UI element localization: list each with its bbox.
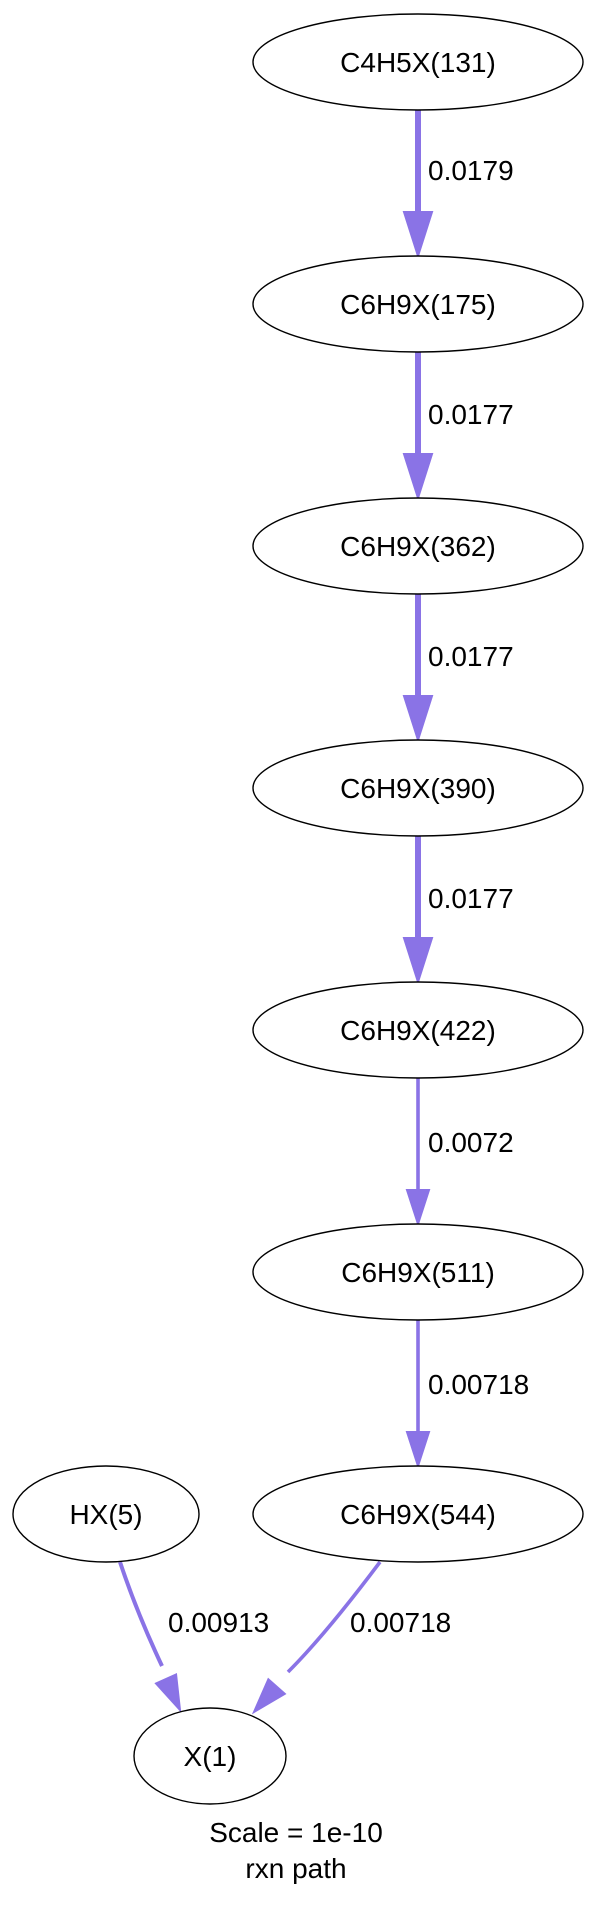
node-c6h9x-544: C6H9X(544) <box>252 1465 584 1563</box>
edge-arrowhead <box>402 937 434 986</box>
node-label: HX(5) <box>69 1499 142 1530</box>
node-ellipse <box>252 255 584 353</box>
rxn-path-caption: rxn path <box>245 1853 346 1884</box>
edge-label: 0.00718 <box>350 1607 451 1638</box>
node-label: C6H9X(422) <box>340 1015 496 1046</box>
edge-c6h9x-390-to-c6h9x-422: 0.0177 <box>402 836 514 986</box>
edge-label: 0.00913 <box>168 1607 269 1638</box>
edge-label: 0.0177 <box>428 399 514 430</box>
diagram-caption: Scale = 1e-10 rxn path <box>209 1817 383 1884</box>
edge-arrowhead <box>402 211 434 260</box>
node-c6h9x-362: C6H9X(362) <box>252 497 584 595</box>
edge-arrowhead <box>402 695 434 744</box>
edge-hx-5-to-x-1: 0.00913 <box>118 1561 269 1713</box>
node-ellipse <box>133 1707 287 1805</box>
node-ellipse <box>252 13 584 111</box>
node-ellipse <box>252 981 584 1079</box>
node-ellipse <box>252 739 584 837</box>
edge-label: 0.0177 <box>428 641 514 672</box>
edge-c6h9x-362-to-c6h9x-390: 0.0177 <box>402 594 514 744</box>
scale-caption: Scale = 1e-10 <box>209 1817 383 1848</box>
edge-arrowhead <box>251 1677 287 1715</box>
edge-label: 0.0177 <box>428 883 514 914</box>
node-c6h9x-175: C6H9X(175) <box>252 255 584 353</box>
edge-label: 0.00718 <box>428 1369 529 1400</box>
edge-label: 0.0072 <box>428 1127 514 1158</box>
edge-arrowhead <box>405 1189 431 1228</box>
node-label: C4H5X(131) <box>340 47 496 78</box>
edge-line <box>118 1561 164 1667</box>
node-ellipse <box>252 1465 584 1563</box>
node-x-1: X(1) <box>133 1707 287 1805</box>
node-label: C6H9X(511) <box>341 1257 495 1288</box>
edge-arrowhead <box>402 453 434 502</box>
node-ellipse <box>12 1465 200 1563</box>
nodes-layer: C4H5X(131) C6H9X(175) C6H9X(362) C6H9X(390)… <box>12 13 584 1805</box>
edge-c4h5x-131-to-c6h9x-175: 0.0179 <box>402 110 514 260</box>
edge-label: 0.0179 <box>428 155 514 186</box>
node-label: C6H9X(362) <box>340 531 496 562</box>
edge-c6h9x-511-to-c6h9x-544: 0.00718 <box>405 1320 529 1470</box>
node-c6h9x-422: C6H9X(422) <box>252 981 584 1079</box>
node-c4h5x-131: C4H5X(131) <box>252 13 584 111</box>
node-label: C6H9X(544) <box>340 1499 496 1530</box>
edges-layer: 0.0179 0.0177 0.0177 0.0177 0.0072 0.00718 0.0… <box>118 110 529 1715</box>
node-ellipse <box>252 497 584 595</box>
node-label: C6H9X(390) <box>340 773 496 804</box>
edge-c6h9x-544-to-x-1: 0.00718 <box>251 1560 451 1715</box>
edge-arrowhead <box>405 1431 431 1470</box>
edge-arrowhead <box>154 1673 182 1713</box>
node-label: X(1) <box>184 1741 237 1772</box>
node-c6h9x-511: C6H9X(511) <box>252 1223 584 1321</box>
node-label: C6H9X(175) <box>340 289 496 320</box>
edge-c6h9x-175-to-c6h9x-362: 0.0177 <box>402 352 514 502</box>
node-c6h9x-390: C6H9X(390) <box>252 739 584 837</box>
edge-c6h9x-422-to-c6h9x-511: 0.0072 <box>405 1078 514 1228</box>
node-hx-5: HX(5) <box>12 1465 200 1563</box>
node-ellipse <box>252 1223 584 1321</box>
edge-line <box>286 1560 382 1674</box>
